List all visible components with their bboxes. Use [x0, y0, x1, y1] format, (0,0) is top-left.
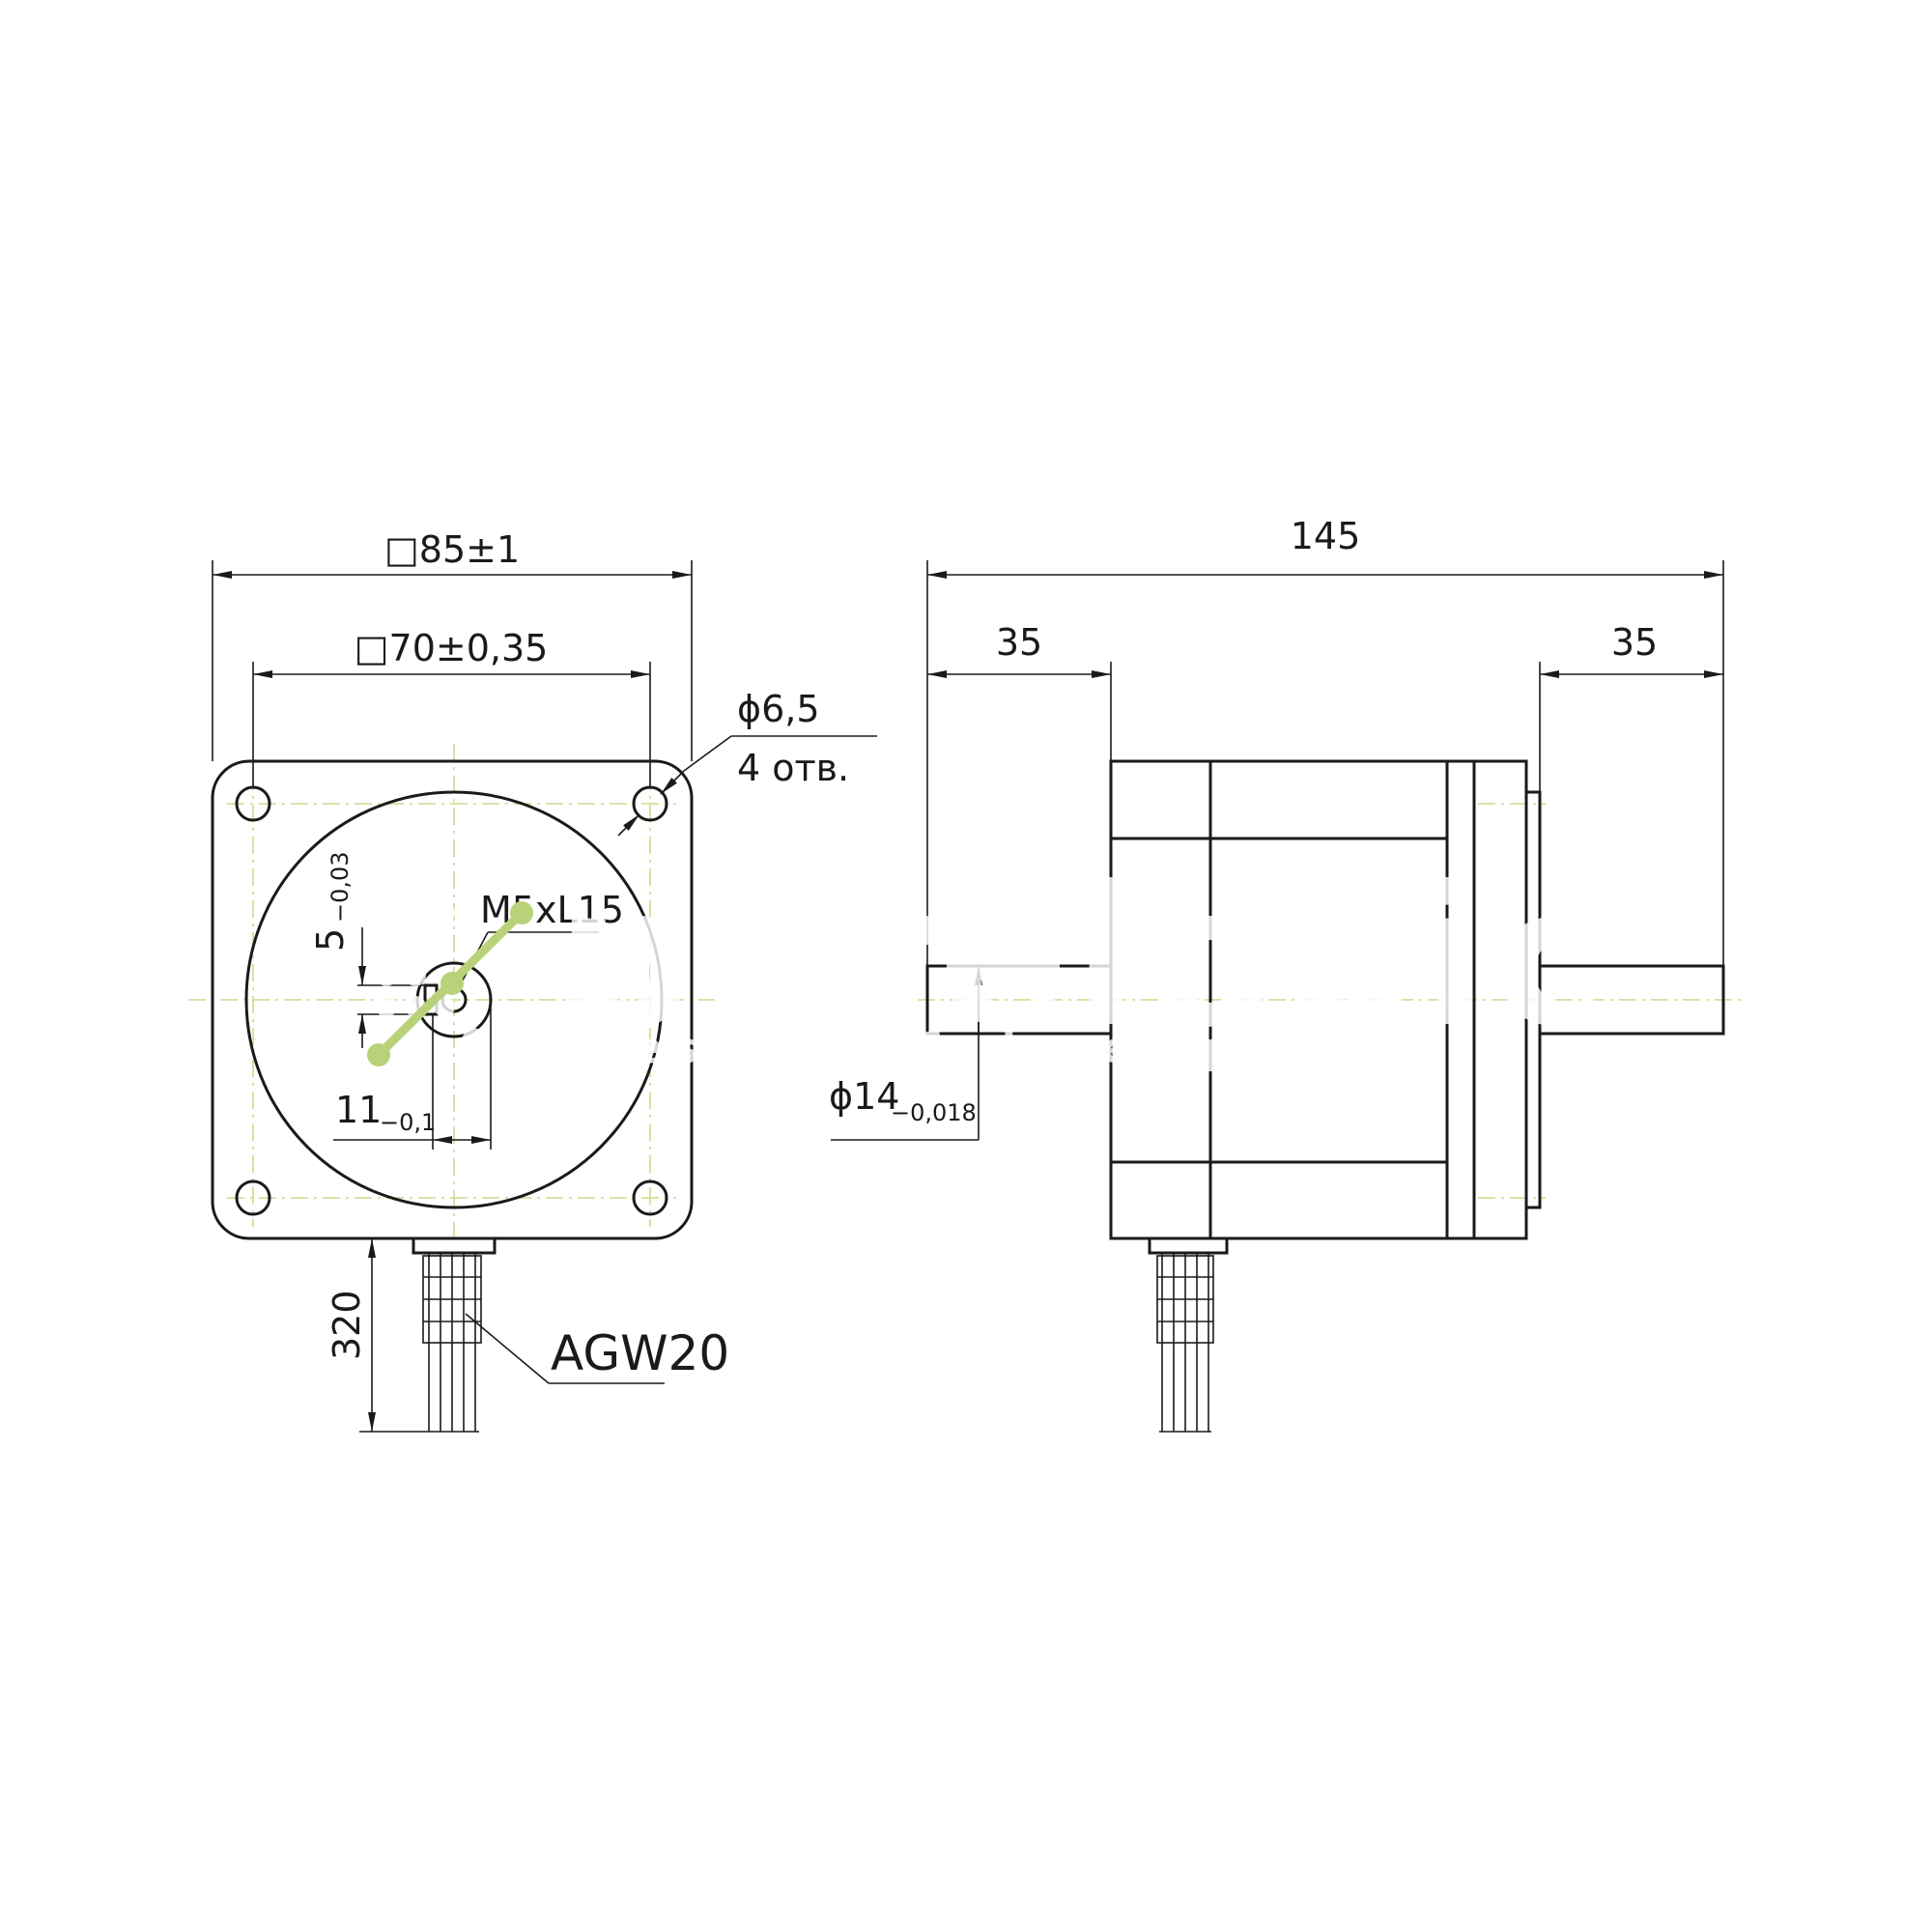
- shaft-diameter-label: ϕ14: [829, 1075, 899, 1118]
- wire-leader: [465, 1313, 550, 1384]
- thread-label: M5xL15: [480, 889, 624, 931]
- rear-shaft-length-label: 35: [996, 621, 1042, 664]
- bolt-square-label: □70±0,35: [355, 627, 549, 669]
- side-view: 145 35 35 ϕ14 −0,018: [829, 515, 1744, 1433]
- lead-wires-front: [412, 1236, 497, 1433]
- lead-length-label: 320: [326, 1290, 368, 1360]
- logo-dots: [376, 902, 513, 1049]
- hole-leader: [617, 813, 640, 837]
- mounting-hole: [632, 1179, 668, 1216]
- front-shaft-length-label: 35: [1611, 621, 1658, 664]
- outer-square-label: □85±1: [384, 528, 520, 571]
- watermark-tagline: research & development: [604, 1024, 1406, 1073]
- front-view: 5 −0,03 11 −0,1 M5xL15 □85±1 □70±0,35 ϕ6…: [188, 528, 877, 1433]
- watermark-brand: purelogic: [555, 845, 1610, 1070]
- total-length-label: 145: [1291, 515, 1361, 557]
- wire-grommet: [412, 1236, 497, 1255]
- lead-wires-side: [1148, 1236, 1229, 1433]
- pilot-circle: [244, 790, 664, 1209]
- hole-count-label: 4 отв.: [737, 747, 849, 789]
- shaft-diameter-tolerance: −0,018: [891, 1099, 977, 1126]
- mounting-hole: [235, 1179, 271, 1216]
- flat-depth-tolerance: −0,03: [327, 851, 354, 923]
- hole-diameter-label: ϕ6,5: [737, 688, 820, 730]
- key-width-tolerance: −0,1: [380, 1109, 436, 1136]
- key-width-label: 11: [335, 1089, 382, 1131]
- hole-leader: [660, 770, 685, 795]
- wire-grommet: [1148, 1236, 1229, 1255]
- hole-leader: [683, 735, 732, 772]
- logo-mark: [367, 901, 533, 1066]
- front-shaft: [1538, 964, 1725, 1036]
- flat-depth-label: 5: [309, 928, 352, 952]
- watermark: purelogic research & development: [367, 845, 1610, 1073]
- wire-gauge-label: AGW20: [551, 1325, 729, 1381]
